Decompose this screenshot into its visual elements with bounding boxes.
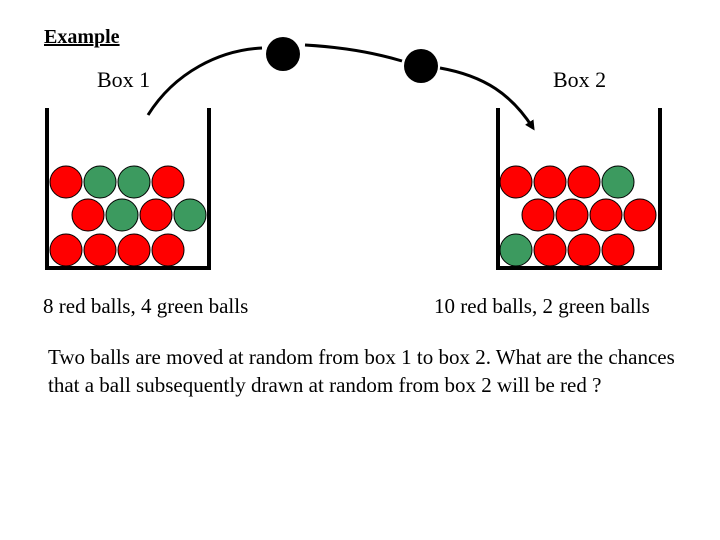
box-1-green-ball — [83, 165, 117, 199]
box-2-red-ball — [533, 233, 567, 267]
box-2-red-ball — [589, 198, 623, 232]
box-1-red-ball — [117, 233, 151, 267]
transfer-arrow-middle — [304, 43, 403, 63]
box-2-red-ball — [499, 165, 533, 199]
box-2-red-ball — [601, 233, 635, 267]
box-1-container — [45, 108, 211, 270]
box-1-red-ball — [151, 165, 185, 199]
box-1-red-ball — [49, 165, 83, 199]
box-1-green-ball — [117, 165, 151, 199]
box-1-label: Box 1 — [97, 67, 151, 92]
transfer-arrow-end — [439, 66, 535, 131]
box-2-label: Box 2 — [553, 67, 607, 92]
transfer-arrow — [146, 46, 263, 116]
box-1-red-ball — [49, 233, 83, 267]
box-2-red-ball — [567, 165, 601, 199]
box-1-red-ball — [71, 198, 105, 232]
box-1-red-ball — [83, 233, 117, 267]
box-2-green-ball — [499, 233, 533, 267]
box-1-red-ball — [151, 233, 185, 267]
moving-ball — [404, 49, 438, 83]
box-2-red-ball — [567, 233, 601, 267]
box-2-red-ball — [623, 198, 657, 232]
box-1-green-ball — [173, 198, 207, 232]
box-1-green-ball — [105, 198, 139, 232]
moving-ball — [266, 37, 300, 71]
box-2-container — [496, 108, 662, 270]
question-text: Two balls are moved at random from box 1… — [48, 345, 675, 397]
box-1-caption: 8 red balls, 4 green balls — [43, 294, 249, 318]
box-2-red-ball — [555, 198, 589, 232]
example-heading: Example — [44, 26, 120, 48]
box-1-red-ball — [139, 198, 173, 232]
box-2-red-ball — [533, 165, 567, 199]
box-2-caption: 10 red balls, 2 green balls — [434, 294, 650, 318]
box-2-red-ball — [521, 198, 555, 232]
box-2-green-ball — [601, 165, 635, 199]
